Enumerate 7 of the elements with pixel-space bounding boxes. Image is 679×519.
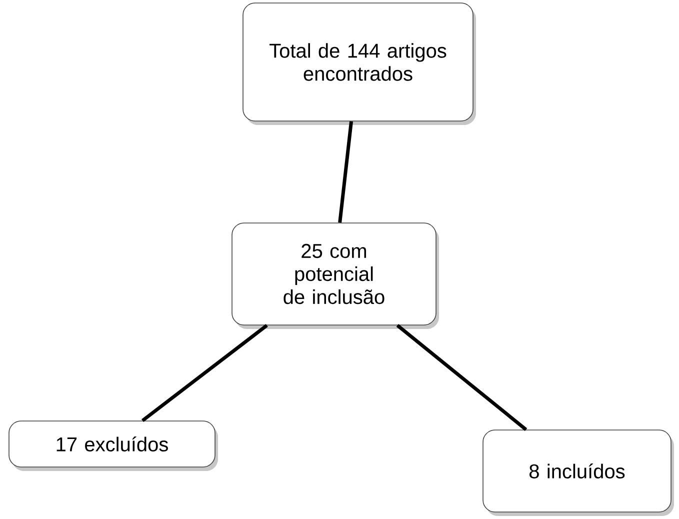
process-box: 8 incluídos [482, 430, 674, 516]
process-box: 17 excluídos [8, 420, 218, 471]
connector-line [396, 324, 528, 431]
process-box: 25 com potencial de inclusão [232, 222, 439, 329]
process-box: Total de 144 artigos encontrados [242, 2, 476, 125]
connector-line [141, 324, 268, 422]
connector-line [338, 121, 354, 223]
